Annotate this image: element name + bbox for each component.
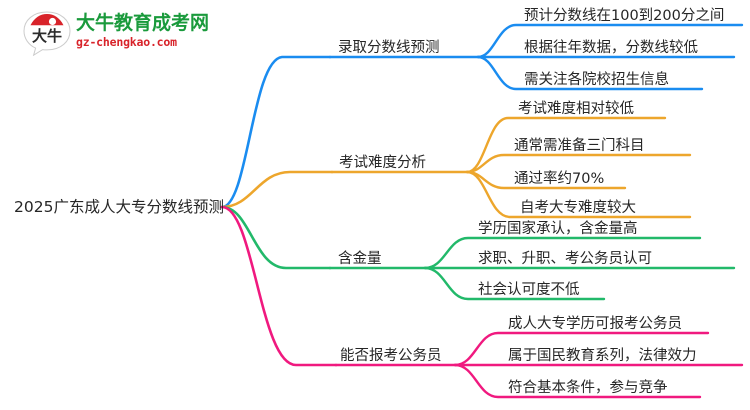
site-logo: 大牛 大牛教育成考网 gz-chengkao.com	[22, 10, 212, 58]
leaf-node-3-0[interactable]: 成人大专学历可报考公务员	[508, 316, 682, 332]
link-branch-1-child-3	[465, 170, 692, 219]
branch-node-1[interactable]: 考试难度分析	[339, 155, 426, 171]
leaf-node-1-1[interactable]: 通常需准备三门科目	[514, 138, 645, 154]
leaf-node-2-1[interactable]: 求职、升职、考公务员认可	[478, 251, 652, 267]
link-branch-2-child-2	[423, 266, 606, 301]
leaf-node-3-2[interactable]: 符合基本条件，参与竞争	[508, 380, 668, 396]
branch-node-2[interactable]: 含金量	[338, 251, 382, 267]
leaf-node-2-2[interactable]: 社会认可度不低	[478, 282, 580, 298]
leaf-node-1-2[interactable]: 通过率约70%	[514, 171, 605, 187]
link-branch-1-child-0	[465, 116, 667, 174]
mindmap-root-node[interactable]: 2025广东成人大专分数线预测	[14, 198, 224, 216]
leaf-node-0-0[interactable]: 预计分数线在100到200分之间	[524, 8, 725, 24]
leaf-node-1-0[interactable]: 考试难度相对较低	[518, 101, 634, 117]
logo-mark-icon: 大牛	[23, 11, 71, 56]
link-root-branch-1	[220, 170, 334, 209]
link-branch-3-child-2	[453, 363, 702, 399]
link-branch-0-child-2	[476, 55, 704, 91]
leaf-node-0-2[interactable]: 需关注各院校招生信息	[524, 72, 669, 88]
leaf-node-2-0[interactable]: 学历国家承认，含金量高	[478, 221, 638, 237]
branch-node-0[interactable]: 录取分数线预测	[338, 40, 440, 56]
link-root-branch-3	[220, 205, 338, 367]
link-root-branch-0	[220, 55, 332, 209]
logo-site-url: gz-chengkao.com	[76, 35, 177, 49]
link-root-branch-2	[220, 205, 332, 270]
svg-text:大牛: 大牛	[32, 27, 62, 45]
leaf-node-1-3[interactable]: 自考大专难度较大	[520, 200, 636, 216]
logo-brand-name: 大牛教育成考网	[76, 12, 210, 34]
branch-node-3[interactable]: 能否报考公务员	[340, 348, 442, 364]
leaf-node-0-1[interactable]: 根据往年数据，分数线较低	[524, 40, 698, 56]
link-branch-1-child-1	[465, 153, 692, 174]
leaf-node-3-1[interactable]: 属于国民教育系列，法律效力	[508, 348, 697, 364]
